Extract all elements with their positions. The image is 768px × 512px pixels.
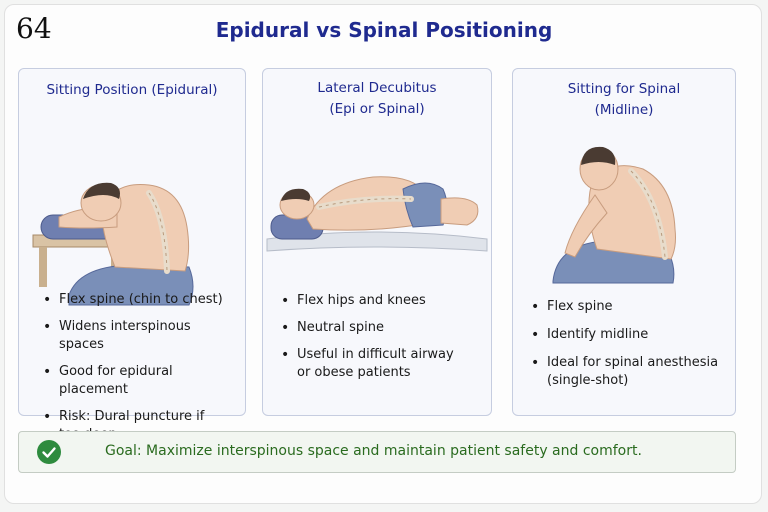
goal-banner: Goal: Maximize interspinous space and ma… xyxy=(18,431,736,473)
list-item: Flex spine xyxy=(529,298,725,316)
list-item: Ideal for spinal anesthesia (single-shot… xyxy=(529,354,725,390)
card-sitting-spinal: Sitting for Spinal (Midline) Flex spine … xyxy=(512,68,736,416)
card-title-line: (Epi or Spinal) xyxy=(329,101,425,117)
patient-lateral-decubitus-illustration xyxy=(266,176,488,252)
patient-sitting-epidural-illustration xyxy=(32,182,194,306)
card-title-line: Lateral Decubitus xyxy=(317,80,437,96)
patient-sitting-spinal-illustration xyxy=(552,146,676,284)
bullet-list: Flex spine (chin to chest) Widens inters… xyxy=(41,291,237,444)
goal-text: Goal: Maximize interspinous space and ma… xyxy=(105,443,642,459)
list-item: Identify midline xyxy=(529,326,725,344)
card-title: Lateral Decubitus (Epi or Spinal) xyxy=(263,78,491,120)
list-item: Flex spine (chin to chest) xyxy=(41,291,237,309)
card-lateral-decubitus: Lateral Decubitus (Epi or Spinal) Flex h… xyxy=(262,68,492,416)
card-title-line: Sitting Position (Epidural) xyxy=(46,82,218,98)
page-number: 64 xyxy=(16,12,52,45)
bullet-list: Flex hips and knees Neutral spine Useful… xyxy=(279,292,479,382)
list-item: Flex hips and knees xyxy=(279,292,479,310)
card-title-line: (Midline) xyxy=(594,102,654,118)
check-circle-icon xyxy=(37,440,61,464)
page-title: Epidural vs Spinal Positioning xyxy=(215,18,553,42)
list-item: Neutral spine xyxy=(279,319,479,337)
card-title: Sitting Position (Epidural) xyxy=(19,80,245,101)
list-item: Good for epidural placement xyxy=(41,363,237,399)
list-item: Useful in difficult airway or obese pati… xyxy=(279,346,457,382)
card-title-line: Sitting for Spinal xyxy=(567,81,681,97)
list-item: Widens interspinous spaces xyxy=(41,318,237,354)
card-title: Sitting for Spinal (Midline) xyxy=(513,79,735,121)
bullet-list: Flex spine Identify midline Ideal for sp… xyxy=(529,298,725,390)
card-sitting-epidural: Sitting Position (Epidural) Flex spine (… xyxy=(18,68,246,442)
